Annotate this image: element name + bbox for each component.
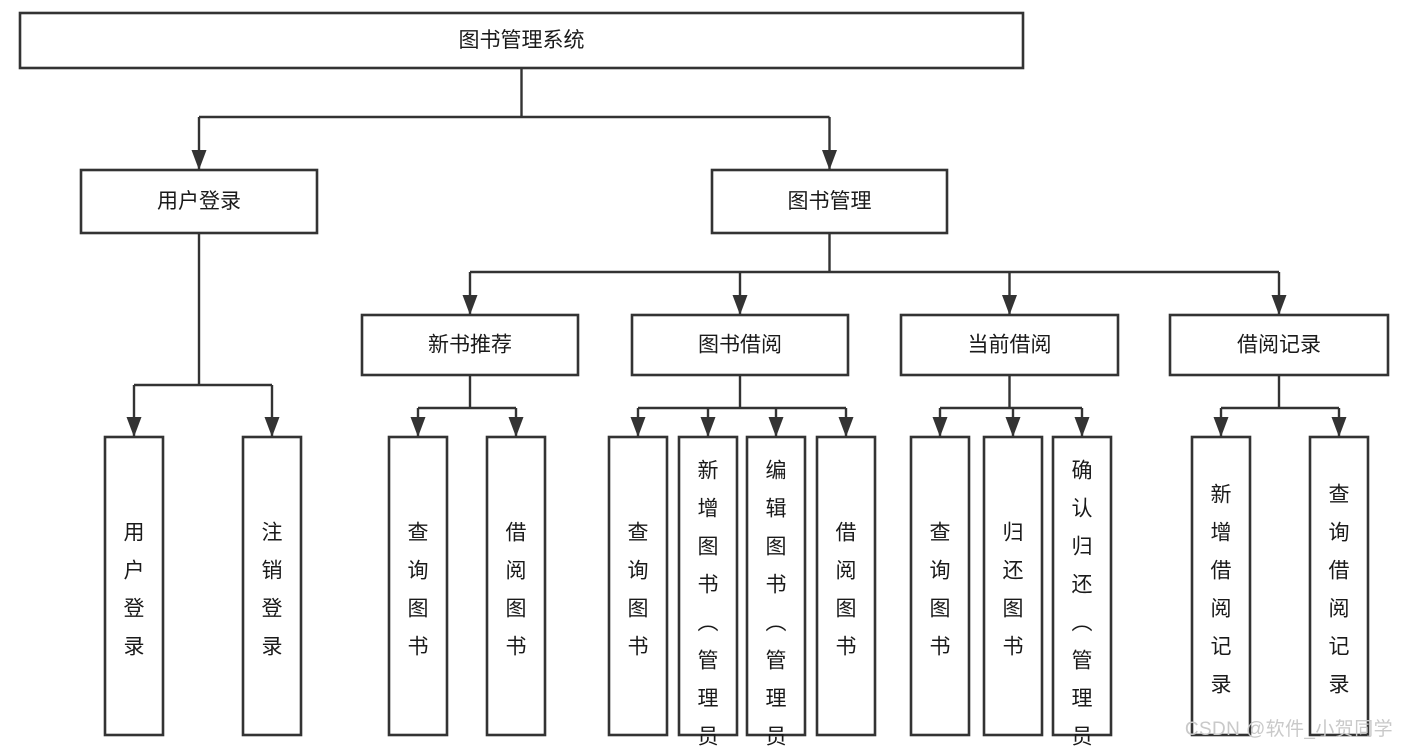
node-box-leaf-confirm-return: [1051, 435, 1113, 737]
node-leaf-borrow-book-2[interactable]: 借阅图书: [815, 435, 877, 737]
node-label-leaf-add-record: 新增借阅记录: [1211, 484, 1232, 697]
connector-layer: [126, 68, 1347, 437]
node-box-book-borrow: [630, 313, 850, 377]
node-box-leaf-borrow-book-1: [485, 435, 547, 737]
node-label-borrow-record: 借阅记录: [1237, 334, 1321, 357]
node-box-leaf-query-book-2: [607, 435, 669, 737]
node-root[interactable]: 图书管理系统: [18, 11, 1025, 70]
node-leaf-user-logout[interactable]: 注销登录: [241, 435, 303, 737]
node-box-current-borrow: [899, 313, 1120, 377]
node-label-leaf-user-logout: 注销登录: [262, 522, 283, 659]
arrow-head-l3-new-book-rec-1: [508, 417, 524, 437]
arrow-head-l3-book-borrow-3: [838, 417, 854, 437]
arrow-head-l3-borrow-record-0: [1213, 417, 1229, 437]
node-label-leaf-add-book: 新增图书︵管理员︶: [698, 460, 719, 747]
node-label-root: 图书管理系统: [459, 29, 585, 52]
node-label-leaf-query-book-3: 查询图书: [930, 522, 951, 659]
node-label-leaf-edit-book: 编辑图书︵管理员︶: [766, 460, 787, 747]
node-leaf-query-book-3[interactable]: 查询图书: [909, 435, 971, 737]
arrow-head-user-login-0: [126, 417, 142, 437]
node-leaf-add-book[interactable]: 新增图书︵管理员︶: [677, 435, 739, 747]
arrow-head-root-0: [191, 150, 207, 170]
arrow-head-l3-book-borrow-1: [700, 417, 716, 437]
node-current-borrow[interactable]: 当前借阅: [899, 313, 1120, 377]
node-box-leaf-query-book-3: [909, 435, 971, 737]
node-box-new-book-rec: [360, 313, 580, 377]
arrow-head-l3-borrow-record-1: [1331, 417, 1347, 437]
node-leaf-query-record[interactable]: 查询借阅记录: [1308, 435, 1370, 737]
arrow-head-l3-current-borrow-1: [1005, 417, 1021, 437]
node-label-leaf-query-book-2: 查询图书: [628, 522, 649, 659]
node-label-user-login: 用户登录: [157, 190, 241, 213]
node-leaf-query-book-2[interactable]: 查询图书: [607, 435, 669, 737]
arrow-head-l3-book-borrow-0: [630, 417, 646, 437]
node-label-book-manage: 图书管理: [788, 190, 872, 213]
node-leaf-add-record[interactable]: 新增借阅记录: [1190, 435, 1252, 737]
node-leaf-edit-book[interactable]: 编辑图书︵管理员︶: [745, 435, 807, 747]
node-label-leaf-borrow-book-2: 借阅图书: [836, 522, 857, 659]
node-leaf-return-book[interactable]: 归还图书: [982, 435, 1044, 737]
node-leaf-borrow-book-1[interactable]: 借阅图书: [485, 435, 547, 737]
node-box-leaf-user-logout: [241, 435, 303, 737]
node-box-book-manage: [710, 168, 949, 235]
node-box-borrow-record: [1168, 313, 1390, 377]
node-box-leaf-add-record: [1190, 435, 1252, 737]
arrow-head-book-manage-2: [1002, 295, 1017, 315]
arrow-head-root-1: [822, 150, 837, 170]
node-label-new-book-rec: 新书推荐: [428, 334, 512, 357]
node-label-book-borrow: 图书借阅: [698, 334, 782, 357]
node-label-leaf-query-record: 查询借阅记录: [1329, 484, 1350, 697]
node-box-leaf-user-login: [103, 435, 165, 737]
arrow-head-l3-book-borrow-2: [768, 417, 784, 437]
node-box-leaf-query-book-1: [387, 435, 449, 737]
node-box-leaf-query-record: [1308, 435, 1370, 737]
node-label-leaf-query-book-1: 查询图书: [408, 522, 429, 659]
node-box-leaf-add-book: [677, 435, 739, 737]
node-borrow-record[interactable]: 借阅记录: [1168, 313, 1390, 377]
arrow-head-l3-current-borrow-0: [932, 417, 948, 437]
node-user-login[interactable]: 用户登录: [79, 168, 319, 235]
arrow-head-book-manage-3: [1271, 295, 1287, 315]
node-leaf-user-login[interactable]: 用户登录: [103, 435, 165, 737]
arrow-head-l3-new-book-rec-0: [410, 417, 426, 437]
node-layer: 图书管理系统用户登录图书管理新书推荐图书借阅当前借阅借阅记录用户登录注销登录查询…: [18, 11, 1390, 747]
arrow-head-book-manage-1: [732, 295, 748, 315]
arrow-head-user-login-1: [264, 417, 280, 437]
node-new-book-rec[interactable]: 新书推荐: [360, 313, 580, 377]
node-label-leaf-return-book: 归还图书: [1003, 522, 1024, 659]
node-box-leaf-edit-book: [745, 435, 807, 737]
node-label-leaf-confirm-return: 确认归还︵管理员︶: [1072, 460, 1093, 747]
node-box-leaf-return-book: [982, 435, 1044, 737]
node-leaf-query-book-1[interactable]: 查询图书: [387, 435, 449, 737]
node-box-leaf-borrow-book-2: [815, 435, 877, 737]
arrow-head-l3-current-borrow-2: [1074, 417, 1090, 437]
node-book-manage[interactable]: 图书管理: [710, 168, 949, 235]
node-label-leaf-borrow-book-1: 借阅图书: [506, 522, 527, 659]
node-label-leaf-user-login: 用户登录: [124, 522, 145, 659]
node-book-borrow[interactable]: 图书借阅: [630, 313, 850, 377]
node-box-root: [18, 11, 1025, 70]
node-box-user-login: [79, 168, 319, 235]
node-leaf-confirm-return[interactable]: 确认归还︵管理员︶: [1051, 435, 1113, 747]
node-label-current-borrow: 当前借阅: [968, 334, 1052, 357]
arrow-head-book-manage-0: [462, 295, 478, 315]
